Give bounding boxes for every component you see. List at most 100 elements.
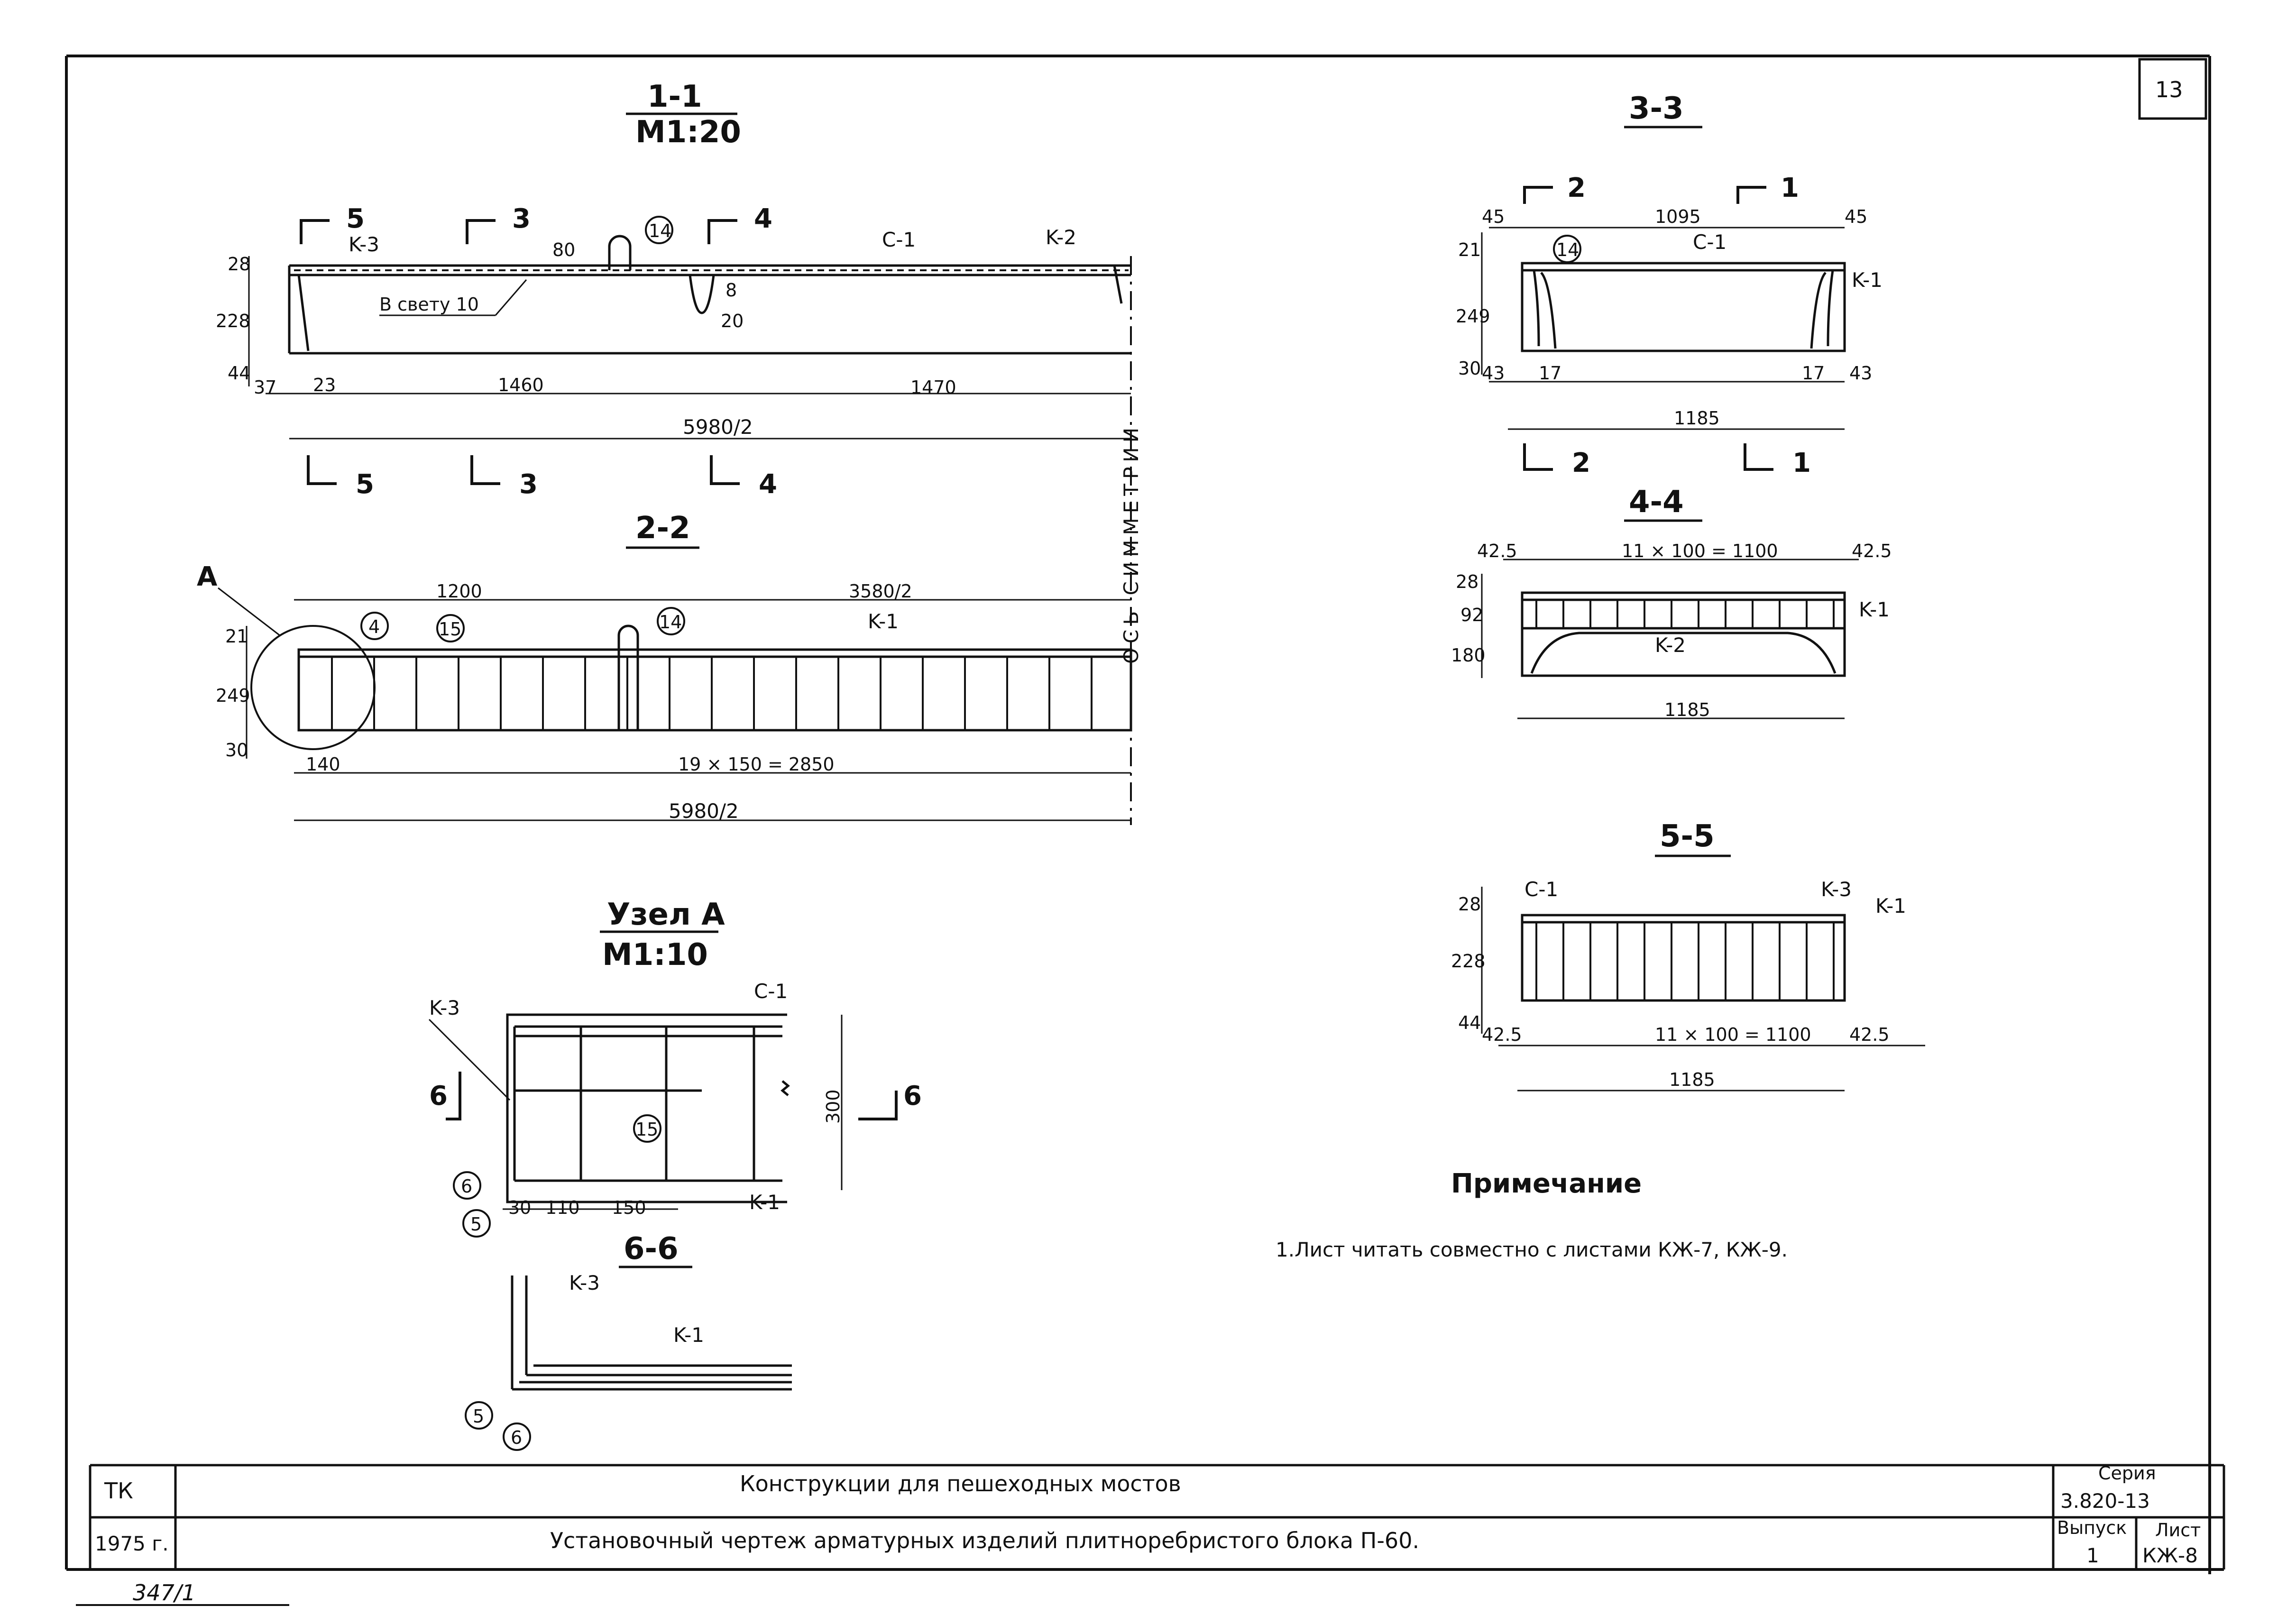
dim-17-r: 17: [1802, 363, 1825, 384]
dim-249: 249: [216, 685, 250, 706]
section-3-3: 3-3 2 1 2 1 45 1095 45 14 C-1 K-1 21 249…: [1456, 91, 1883, 478]
mark-k1-33: K-1: [1852, 268, 1883, 292]
dim-249-33: 249: [1456, 306, 1490, 327]
title-line-2: Установочный чертеж арматурных изделий п…: [550, 1528, 1419, 1553]
dim-1470: 1470: [910, 377, 956, 398]
dim-228: 228: [216, 311, 250, 331]
stirrups-4-4: [1535, 600, 1835, 628]
callout-15-a: 15: [635, 1119, 658, 1140]
dim-3580: 3580/2: [849, 581, 912, 602]
cut-6-right: 6: [903, 1081, 922, 1111]
callout-4: 4: [368, 616, 380, 637]
dim-42-5-l: 42.5: [1477, 541, 1517, 561]
section-6-6: 6-6 K-3 K-1 5 6: [465, 1231, 792, 1451]
dim-43-r: 43: [1849, 363, 1872, 384]
callout-14-c: 14: [1556, 239, 1579, 260]
mark-k2-44: K-2: [1655, 633, 1686, 657]
dim-37: 37: [254, 377, 276, 398]
section-6-6-title: 6-6: [624, 1231, 679, 1266]
callout-14: 14: [649, 220, 671, 241]
mark-k3-a: K-3: [429, 996, 460, 1019]
dim-42-5-l-55: 42.5: [1482, 1024, 1522, 1045]
sheet-number: 13: [2155, 77, 2183, 102]
dim-total-22: 5980/2: [669, 799, 739, 823]
callout-14-b: 14: [659, 612, 682, 633]
cut-4-top: 4: [754, 203, 772, 234]
note-text: 1.Лист читать совместно с листами КЖ-7, …: [1276, 1238, 1788, 1261]
sheet-label: Лист: [2155, 1520, 2201, 1541]
series-label: Серия: [2098, 1463, 2156, 1484]
note-block: Примечание 1.Лист читать совместно с лис…: [1276, 1168, 1788, 1261]
dim-1095: 1095: [1655, 206, 1701, 227]
title-block: ТК 1975 г. Конструкции для пешеходных мо…: [89, 1463, 2225, 1569]
cut-2-top: 2: [1567, 173, 1586, 203]
dim-228-55: 228: [1451, 951, 1486, 972]
node-a-title: Узел А: [607, 897, 725, 932]
dim-30: 30: [225, 740, 248, 761]
mark-k3: K-3: [349, 233, 379, 256]
dim-17-l: 17: [1539, 363, 1561, 384]
sheet-number-box: 13: [2138, 58, 2207, 120]
dim-42-5-r: 42.5: [1852, 541, 1892, 561]
dim-28-44: 28: [1456, 571, 1479, 592]
node-a-scale: M1:10: [602, 937, 708, 973]
cut-6-left: 6: [429, 1081, 448, 1111]
mark-c1-a: C-1: [754, 980, 788, 1003]
cut-3-bottom: 3: [519, 469, 538, 500]
dim-8: 8: [726, 280, 737, 301]
section-4-4-title: 4-4: [1629, 485, 1684, 520]
dim-92-44: 92: [1460, 605, 1483, 625]
dim-30-a: 30: [508, 1197, 531, 1218]
section-1-1-title: 1-1: [647, 79, 702, 114]
issue-label: Выпуск: [2057, 1517, 2127, 1538]
dim-42-5-r-55: 42.5: [1849, 1024, 1890, 1045]
dim-180-44: 180: [1451, 645, 1486, 666]
sheet-value: КЖ-8: [2142, 1544, 2198, 1567]
stirrups-5-5: [1535, 922, 1835, 1000]
dim-total-11: 5980/2: [683, 415, 753, 439]
mark-k3-55: K-3: [1821, 878, 1852, 901]
stamp-number: 347/1: [133, 1580, 196, 1606]
dim-1100-55: 11 × 100 = 1100: [1655, 1024, 1811, 1045]
dim-1185-55: 1185: [1669, 1069, 1715, 1090]
dim-2850: 19 × 150 = 2850: [678, 754, 835, 775]
dim-43-l: 43: [1482, 363, 1505, 384]
mark-k1-44: K-1: [1859, 598, 1890, 621]
dim-30-33: 30: [1458, 358, 1481, 379]
cut-2-bottom: 2: [1572, 448, 1590, 478]
dim-1460: 1460: [498, 375, 544, 395]
mark-c1-55: C-1: [1525, 878, 1558, 901]
title-line-1: Конструкции для пешеходных мостов: [740, 1471, 1181, 1496]
note-heading: Примечание: [1451, 1168, 1642, 1199]
dim-28: 28: [228, 254, 250, 275]
dim-28-55: 28: [1458, 894, 1481, 915]
axis-of-symmetry: ОСЬ СИММЕТРИИ: [1120, 423, 1143, 664]
dim-20: 20: [721, 311, 744, 331]
callout-5-66: 5: [473, 1406, 484, 1427]
mark-k1-55: K-1: [1875, 894, 1906, 918]
dim-1185-33: 1185: [1674, 408, 1720, 429]
section-1-1: 1-1 M1:20 14 5 3 4 5 3 4 K-3: [216, 79, 1131, 500]
mark-c1-33: C-1: [1693, 230, 1727, 254]
dim-80: 80: [552, 239, 575, 260]
section-4-4: 4-4 42.5 11 × 100 = 1100 42.5 K-1 K-2 28…: [1451, 485, 1892, 720]
dim-140: 140: [306, 754, 340, 775]
dim-45-r: 45: [1845, 206, 1867, 227]
callout-5-a: 5: [470, 1214, 482, 1235]
node-a-label: A: [197, 561, 218, 592]
cut-5-top: 5: [346, 203, 365, 234]
cut-3-top: 3: [512, 203, 531, 234]
dim-1185-44: 1185: [1664, 699, 1710, 720]
callout-6-a: 6: [461, 1176, 472, 1197]
mark-k2: K-2: [1046, 226, 1076, 249]
note-v-svetu: В свету 10: [379, 294, 479, 315]
year-label: 1975 г.: [95, 1532, 169, 1555]
dim-1100-44: 11 × 100 = 1100: [1622, 541, 1778, 561]
callout-6-66: 6: [511, 1427, 522, 1448]
stirrups-2-2: [331, 657, 1093, 730]
cut-1-top: 1: [1781, 173, 1799, 203]
section-5-5-title: 5-5: [1660, 819, 1715, 854]
series-value: 3.820-13: [2060, 1489, 2150, 1513]
org-label: ТК: [104, 1478, 133, 1504]
